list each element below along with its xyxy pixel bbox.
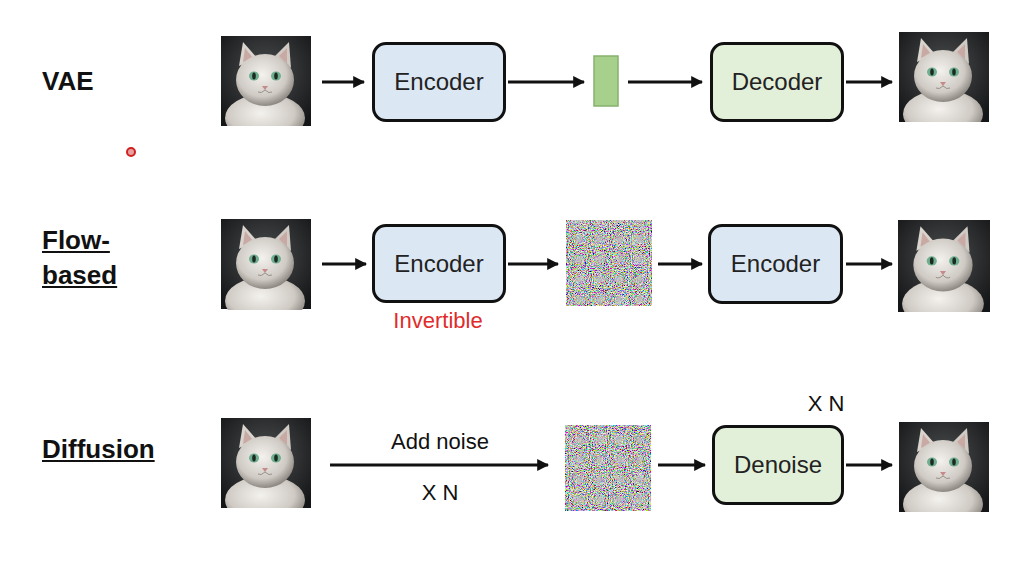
arrow xyxy=(628,81,702,84)
row-title: VAE xyxy=(42,64,94,99)
arrows xyxy=(322,82,892,465)
encoder-box: Encoder xyxy=(372,224,506,303)
cat-image xyxy=(221,36,311,142)
step-label: Add noise xyxy=(391,427,489,457)
arrow xyxy=(846,263,892,266)
cat-image xyxy=(898,220,990,328)
noise-image xyxy=(565,425,651,511)
row-title: Diffusion xyxy=(42,432,155,467)
arrow xyxy=(658,464,705,467)
denoise-box: Denoise xyxy=(712,425,844,505)
arrow xyxy=(330,464,548,467)
arrow xyxy=(846,81,892,84)
encoder-box: Encoder xyxy=(372,42,506,122)
repeat-count: X N xyxy=(808,389,845,419)
latent-vector xyxy=(594,56,618,106)
cat-image xyxy=(221,219,311,325)
decoder-box: Decoder xyxy=(710,42,844,122)
noise-image xyxy=(566,220,652,306)
box-label: Encoder xyxy=(394,250,483,278)
arrow xyxy=(322,81,364,84)
box-label: Decoder xyxy=(732,68,823,96)
cat-image xyxy=(899,32,989,138)
repeat-count: X N xyxy=(422,478,459,508)
row-title: Flow- based xyxy=(42,223,134,293)
arrow xyxy=(322,263,366,266)
box-label: Encoder xyxy=(731,250,820,278)
arrow xyxy=(846,464,892,467)
pointer-dot xyxy=(127,148,135,156)
cat-image xyxy=(221,418,311,524)
arrow xyxy=(508,81,584,84)
cat-image xyxy=(899,422,989,528)
arrow xyxy=(658,263,702,266)
arrow xyxy=(508,263,558,266)
encoder-box: Encoder xyxy=(708,224,843,304)
box-label: Encoder xyxy=(394,68,483,96)
box-label: Denoise xyxy=(734,451,822,479)
property-note: Invertible xyxy=(393,306,482,336)
